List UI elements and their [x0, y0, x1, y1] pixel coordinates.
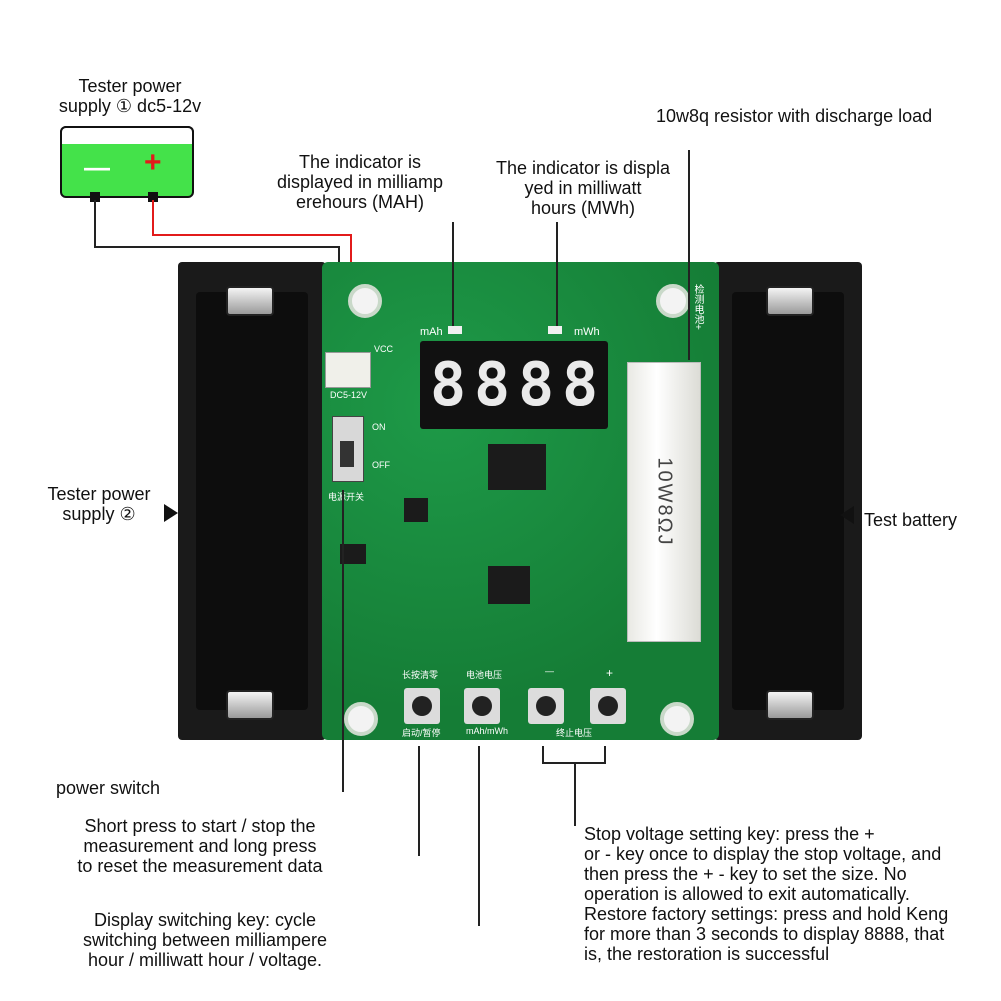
- battery-plus: +: [144, 146, 162, 179]
- power-connector: [325, 352, 371, 388]
- display-digit: 8: [518, 350, 555, 420]
- seven-segment-display: 8 8 8 8: [420, 341, 608, 429]
- leader-mah: [452, 222, 454, 326]
- label-test-battery: Test battery: [864, 510, 958, 530]
- leader-stop-bracket-r: [604, 746, 606, 764]
- display-switch-button[interactable]: [464, 688, 500, 724]
- leader-stop-voltage: [574, 762, 576, 826]
- leader-display-switch: [478, 746, 480, 926]
- battery-minus: —: [84, 152, 110, 182]
- power-switch[interactable]: [332, 416, 364, 482]
- wire-black-v1: [94, 200, 96, 248]
- pcb-text-btn4: +: [606, 666, 614, 680]
- power-supply-battery-icon: — +: [60, 126, 194, 198]
- arrow-left-icon: [840, 506, 854, 524]
- wire-red-h: [152, 234, 352, 236]
- mounting-hole: [660, 702, 694, 736]
- mwh-led: [548, 326, 562, 334]
- mounting-hole: [344, 702, 378, 736]
- wire-black-h: [94, 246, 340, 248]
- pcb-text-dc: DC5-12V: [330, 390, 368, 400]
- pcb-text-mwh: mWh: [574, 326, 600, 338]
- mounting-hole: [656, 284, 690, 318]
- pcb-text-vcc: VCC: [374, 344, 394, 354]
- leader-power-switch: [342, 490, 344, 792]
- battery-cap: [60, 126, 194, 144]
- arrow-right-icon: [164, 504, 178, 522]
- wire-red-v1: [152, 200, 154, 236]
- pcb-text-battery: 检测电池+: [692, 284, 703, 330]
- leader-resistor: [688, 150, 690, 360]
- label-display-switch-key: Display switching key: cycle switching b…: [82, 910, 328, 970]
- label-mwh-indicator: The indicator is displa yed in milliwatt…: [495, 158, 671, 218]
- display-digit: 8: [562, 350, 599, 420]
- leader-mwh: [556, 222, 558, 326]
- mosfet-chip: [404, 498, 428, 522]
- mah-led: [448, 326, 462, 334]
- driver-chip: [488, 444, 546, 490]
- load-resistor: 10W8ΩJ: [627, 362, 701, 642]
- pcb-text-btn1-bottom: 启动/暂停: [402, 728, 441, 738]
- battery-terminal-plus: [148, 192, 158, 202]
- pcb-text-mah: mAh: [420, 326, 443, 338]
- display-digit: 8: [474, 350, 511, 420]
- pcb-text-btn2: 电池电压: [466, 670, 503, 680]
- label-tester-power-supply-1: Tester power supply ① dc5-12v: [58, 76, 202, 116]
- pcb-text-power-switch: 电源开关: [328, 492, 365, 502]
- minus-button[interactable]: [528, 688, 564, 724]
- microcontroller-chip: [488, 566, 530, 604]
- label-stop-voltage-key: Stop voltage setting key: press the + or…: [584, 824, 949, 964]
- pcb-text-btn1: 长按清零: [402, 670, 439, 680]
- right-battery-holder: [714, 262, 862, 740]
- plus-button[interactable]: [590, 688, 626, 724]
- resistor-print: 10W8ΩJ: [653, 457, 676, 547]
- small-chip: [340, 544, 366, 564]
- start-stop-button[interactable]: [404, 688, 440, 724]
- pcb-text-btn2-bottom: mAh/mWh: [466, 726, 509, 736]
- pcb-text-btn3: —: [545, 666, 554, 676]
- label-tester-power-supply-2: Tester power supply ②: [47, 484, 151, 524]
- display-digit: 8: [430, 350, 467, 420]
- battery-terminal-minus: [90, 192, 100, 202]
- leader-start-stop: [418, 746, 420, 856]
- pcb-text-off: OFF: [372, 460, 390, 470]
- label-start-stop-key: Short press to start / stop the measurem…: [77, 816, 323, 876]
- label-mah-indicator: The indicator is displayed in milliamp e…: [276, 152, 444, 212]
- pcb-text-on: ON: [372, 422, 386, 432]
- left-battery-holder: [178, 262, 326, 740]
- mounting-hole: [348, 284, 382, 318]
- label-power-switch: power switch: [56, 778, 161, 798]
- pcb-text-btn34-bottom: 终止电压: [556, 728, 593, 738]
- leader-stop-bracket-l: [542, 746, 544, 764]
- label-resistor: 10w8q resistor with discharge load: [656, 106, 933, 126]
